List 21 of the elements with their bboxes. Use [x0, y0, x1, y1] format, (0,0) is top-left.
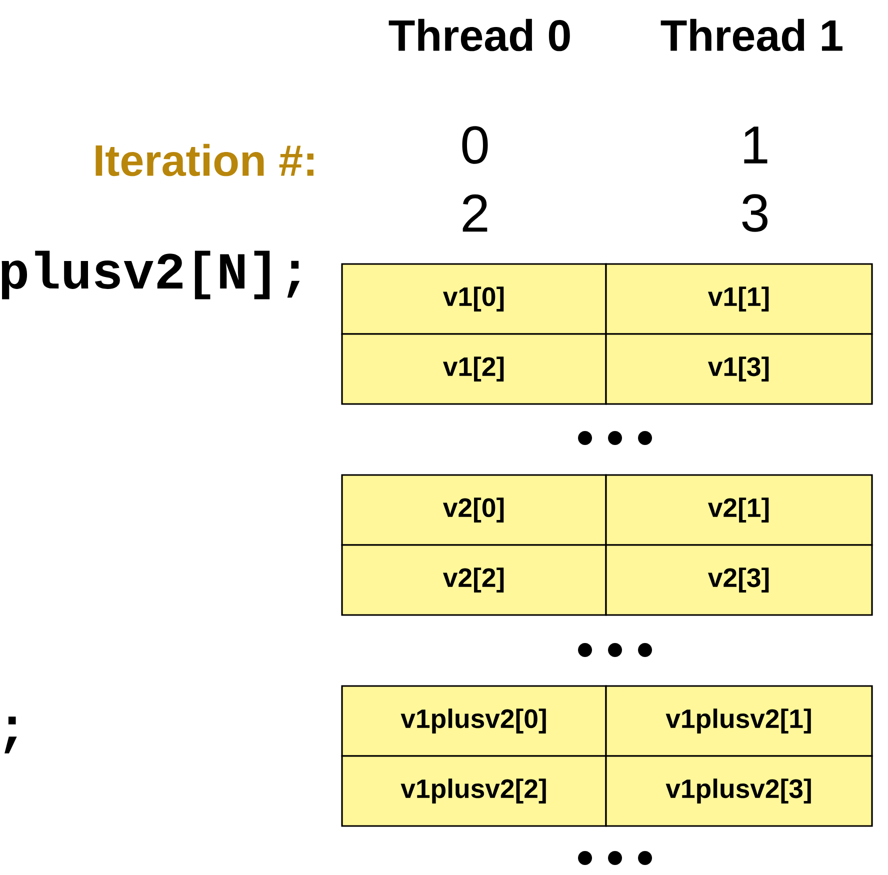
table-cell: v1[3] — [605, 333, 873, 405]
column-heading: Thread 0 — [388, 18, 570, 52]
table-cell: v1plusv2[3] — [605, 755, 873, 827]
iteration-number: 2 — [462, 194, 488, 232]
table-cell: v2[1] — [605, 474, 873, 546]
iteration-number: 0 — [462, 126, 488, 164]
table-cell: v2[3] — [605, 544, 873, 616]
table-cell: v2[0] — [341, 474, 607, 546]
table-cell: v1plusv2[2] — [341, 755, 607, 827]
code-text: plusv2[N]; — [2, 250, 300, 300]
table-cell: v1[0] — [341, 263, 607, 335]
table-cell: v1[1] — [605, 263, 873, 335]
table-cell: v1plusv2[0] — [341, 685, 607, 757]
iteration-number: 3 — [742, 194, 768, 232]
row-label: Iteration #: — [96, 144, 314, 176]
column-heading: Thread 1 — [660, 18, 842, 52]
table-cell: v1plusv2[1] — [605, 685, 873, 757]
code-text: ; — [4, 716, 17, 754]
table-cell: v2[2] — [341, 544, 607, 616]
table-cell: v1[2] — [341, 333, 607, 405]
iteration-number: 1 — [744, 126, 768, 164]
